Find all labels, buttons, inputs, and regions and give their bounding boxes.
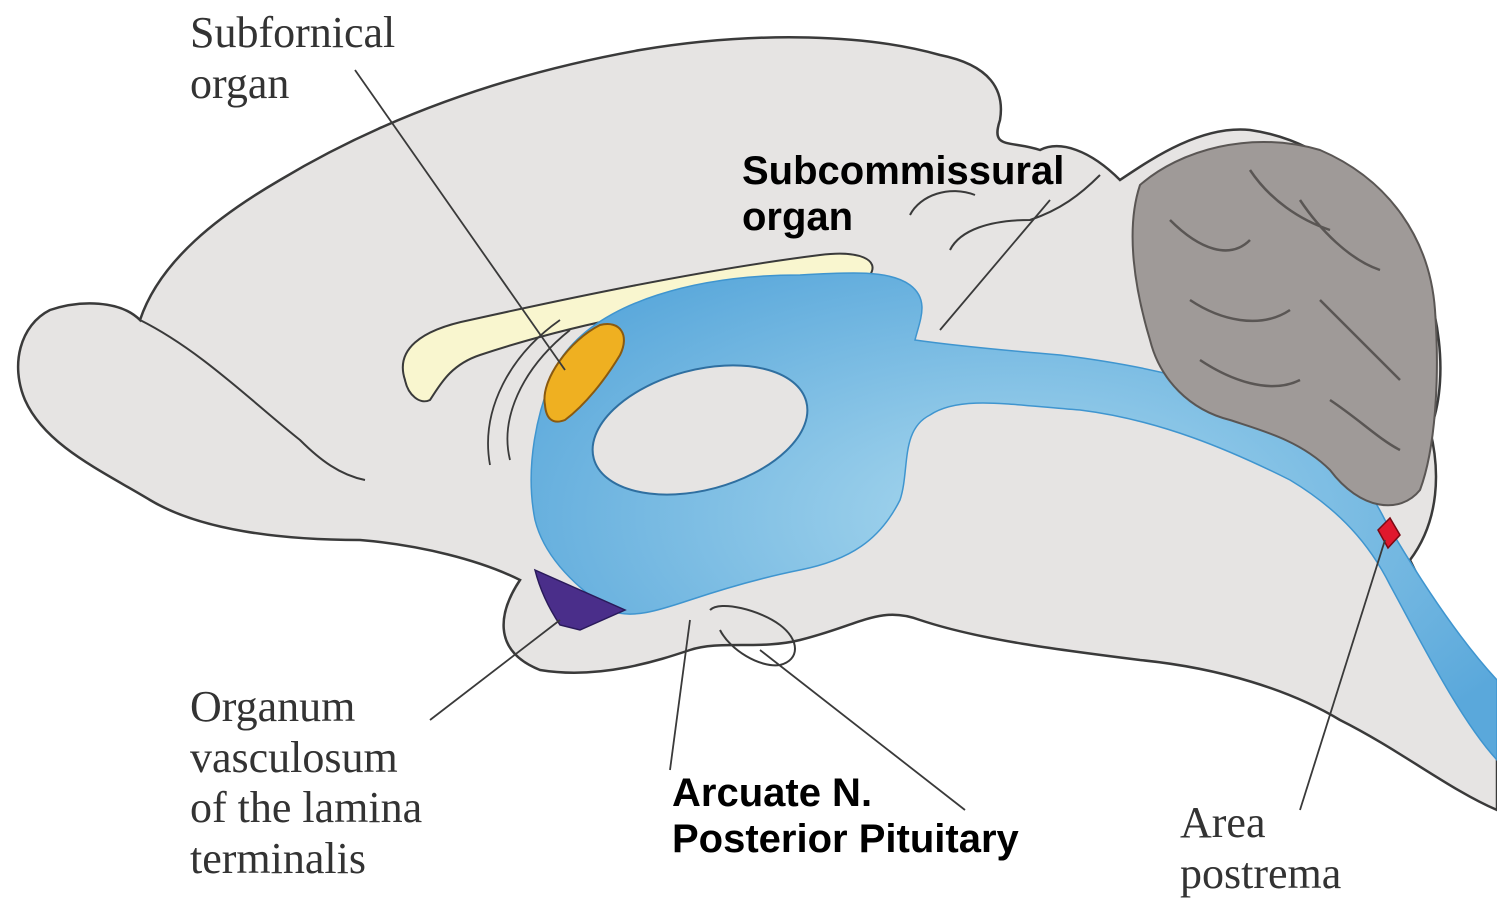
label-subfornical-organ: Subfornical organ [190,8,395,109]
label-ovlt-line1: Organum [190,682,422,733]
label-subfornical-line1: Subfornical [190,8,395,59]
label-subfornical-line2: organ [190,59,395,110]
label-arcuate-line2: Posterior Pituitary [672,816,1019,862]
label-ovlt-line4: terminalis [190,834,422,885]
label-subcommissural-organ: Subcommissural organ [742,148,1064,240]
label-subcommissural-line2: organ [742,194,1064,240]
label-area-postrema: Area postrema [1180,798,1341,899]
label-ovlt: Organum vasculosum of the lamina termina… [190,682,422,884]
label-subcommissural-line1: Subcommissural [742,148,1064,194]
label-ovlt-line3: of the lamina [190,783,422,834]
label-ovlt-line2: vasculosum [190,733,422,784]
label-arcuate-pituitary: Arcuate N. Posterior Pituitary [672,770,1019,862]
label-area-postrema-line2: postrema [1180,849,1341,900]
label-arcuate-line1: Arcuate N. [672,770,1019,816]
label-area-postrema-line1: Area [1180,798,1341,849]
